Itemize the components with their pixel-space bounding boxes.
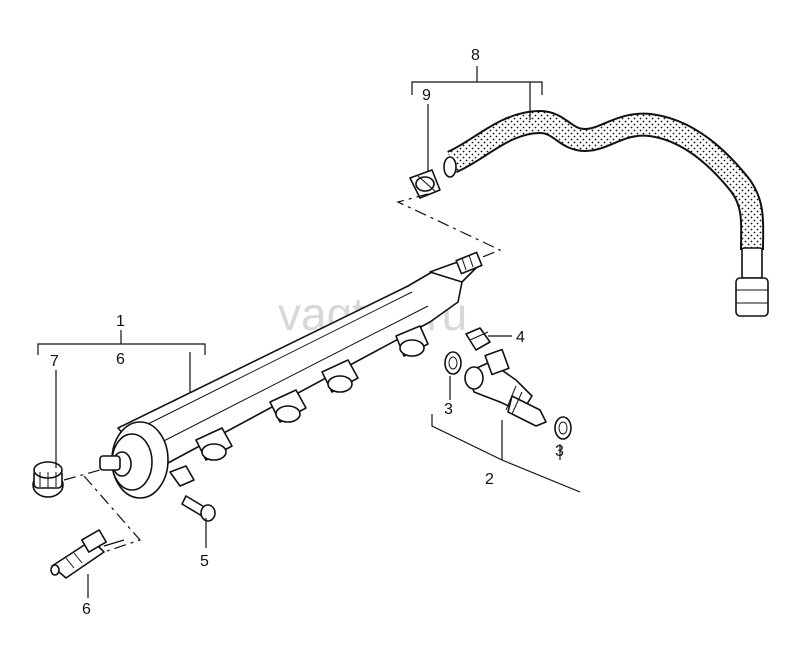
callout-5: 5 xyxy=(200,553,209,570)
callout-9: 9 xyxy=(422,87,431,104)
o-ring-upper-inner xyxy=(448,356,458,370)
o-ring-lower xyxy=(554,416,572,440)
callout-3-lower: 3 xyxy=(555,443,564,460)
callout-3-upper: 3 xyxy=(444,401,453,418)
bracket-8 xyxy=(411,81,543,95)
callout-6-upper: 6 xyxy=(116,351,125,368)
callout-8: 8 xyxy=(471,47,480,64)
o-ring-upper xyxy=(444,351,462,375)
bracket-2 xyxy=(431,414,581,493)
callout-4: 4 xyxy=(516,329,525,346)
injector-clip xyxy=(465,327,491,351)
hose-clip xyxy=(409,169,441,199)
valve-cap xyxy=(32,461,64,498)
fuel-injector xyxy=(464,348,547,427)
assembly-line-hose xyxy=(396,193,502,263)
callout-1: 1 xyxy=(116,313,125,330)
fuel-rail xyxy=(99,251,483,499)
bolt xyxy=(181,495,216,522)
assembly-line-valve xyxy=(63,469,142,553)
fuel-hose xyxy=(443,109,769,317)
callout-7: 7 xyxy=(50,353,59,370)
callout-6-lower: 6 xyxy=(82,601,91,618)
callout-2: 2 xyxy=(485,471,494,488)
schrader-valve xyxy=(50,529,125,579)
o-ring-lower-inner xyxy=(558,421,568,435)
